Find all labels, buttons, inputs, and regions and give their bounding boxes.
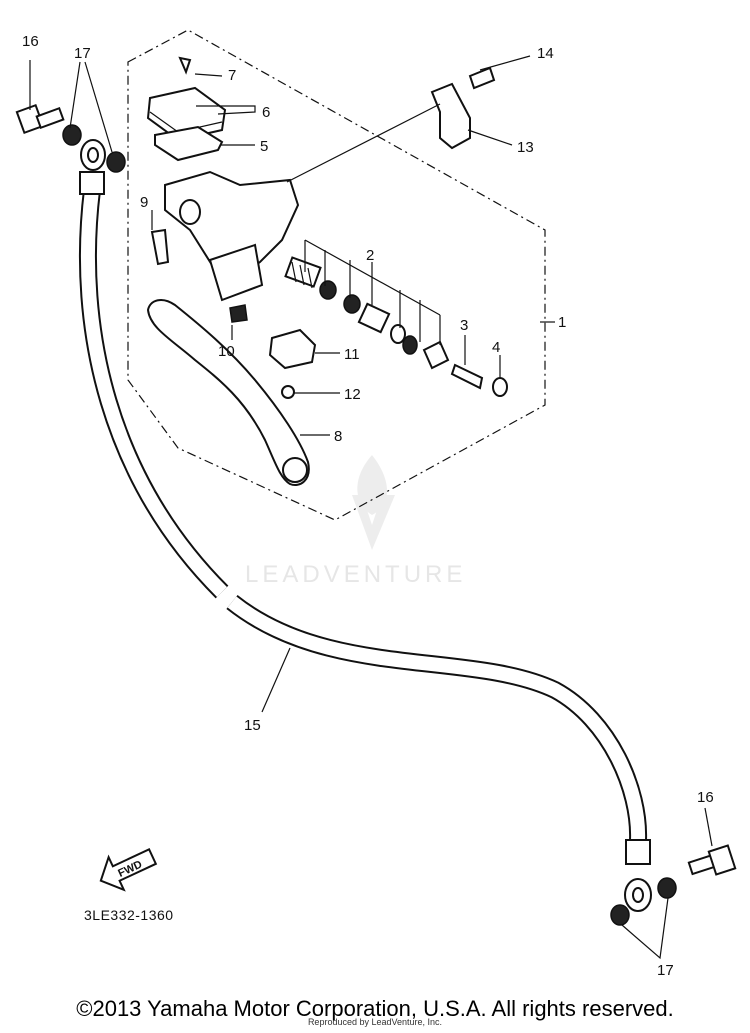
callout-7: 7 [228, 67, 236, 84]
push-rod [450, 363, 484, 390]
callout-11: 11 [344, 346, 360, 363]
cup [319, 280, 337, 300]
callout-17-bottom: 17 [657, 962, 674, 979]
stop-switch-11 [268, 328, 317, 370]
washer-bottom-right [657, 877, 677, 899]
reproduced-note: Reproduced by LeadVenture, Inc. [307, 1017, 443, 1027]
union-bolt-top [15, 103, 65, 135]
callout-9: 9 [140, 194, 148, 211]
callout-17-top: 17 [74, 45, 91, 62]
callout-6: 6 [262, 104, 270, 121]
nut-4 [492, 377, 508, 397]
assembly-outline [127, 29, 546, 521]
fwd-arrow-icon: FWD [99, 848, 158, 892]
screw-12 [281, 385, 295, 399]
brake-lever [146, 298, 310, 486]
washer-top-right [106, 151, 126, 173]
washer-piston [402, 335, 418, 355]
callout-10: 10 [218, 343, 235, 360]
piston-spring [284, 256, 322, 289]
bolt-14 [468, 66, 496, 90]
brake-hose [79, 139, 652, 912]
diaphragm [154, 125, 224, 162]
callout-16-top: 16 [22, 33, 39, 50]
watermark-text: LEADVENTURE [245, 561, 466, 588]
callout-13: 13 [517, 139, 534, 156]
copyright-notice: ©2013 Yamaha Motor Corporation, U.S.A. A… [76, 996, 674, 1021]
leader-lines [29, 55, 713, 960]
piston [357, 302, 391, 334]
bolt-9 [150, 228, 170, 266]
callout-8: 8 [334, 428, 342, 445]
callouts: 16 17 7 6 5 14 13 9 2 1 3 4 10 11 12 8 1… [22, 33, 714, 979]
pivot-bolt-10 [229, 304, 248, 323]
diagram-code: 3LE332-1360 [84, 907, 174, 923]
callout-16-bottom: 16 [697, 789, 714, 806]
cup-2 [390, 324, 406, 344]
callout-3: 3 [460, 317, 468, 334]
clamp-bracket [430, 82, 471, 150]
seal [343, 294, 361, 314]
callout-2: 2 [366, 247, 374, 264]
boot [422, 340, 450, 370]
callout-12: 12 [344, 386, 361, 403]
callout-5: 5 [260, 138, 268, 155]
callout-15: 15 [244, 717, 261, 734]
master-cylinder-body [164, 170, 300, 302]
callout-4: 4 [492, 339, 500, 356]
washer-top-left [62, 124, 82, 146]
callout-1: 1 [558, 314, 566, 331]
leadventure-watermark: LEADVENTURE [245, 455, 466, 588]
callout-14: 14 [537, 45, 554, 62]
screw-7 [178, 56, 192, 75]
union-bolt-bottom [687, 844, 737, 876]
washer-bottom-left [610, 904, 630, 926]
